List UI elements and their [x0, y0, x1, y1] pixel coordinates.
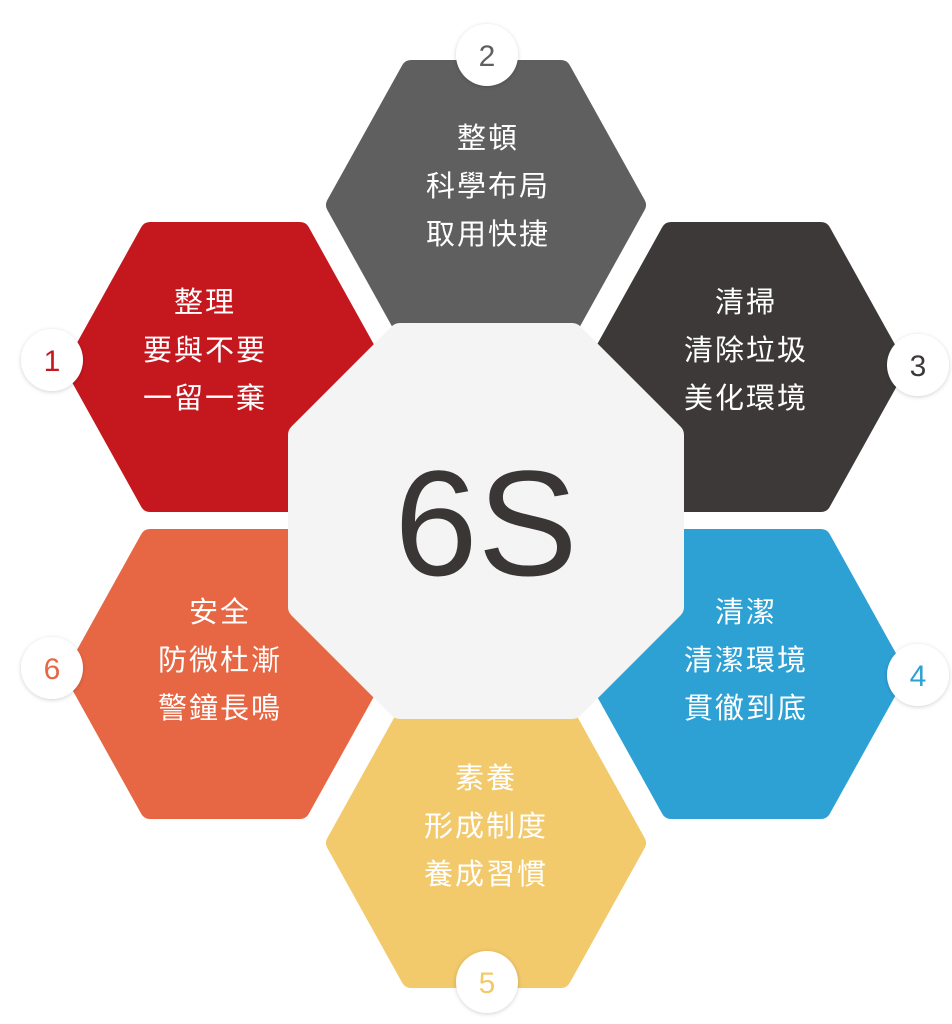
hexagon-title: 安全	[189, 595, 251, 629]
hexagon-title: 整頓	[457, 121, 519, 155]
hexagon-title: 清潔	[715, 595, 777, 629]
number-badge-6: 6	[21, 637, 83, 699]
badge-number: 5	[479, 967, 496, 1000]
badge-circle	[21, 329, 83, 391]
badge-number: 2	[479, 40, 496, 73]
hexagon-title: 整理	[174, 285, 236, 319]
hexagon-2	[326, 60, 646, 350]
center-octagon	[288, 323, 684, 719]
hexagon-title: 素養	[455, 761, 517, 795]
hexagon-description: 美化環境	[684, 381, 808, 415]
badge-number: 6	[44, 653, 61, 686]
center-label: 6S	[394, 439, 577, 607]
badge-circle	[456, 24, 518, 86]
hexagon-description: 養成習慣	[424, 857, 548, 891]
hexagon-description: 形成制度	[424, 809, 548, 843]
badge-circle	[887, 334, 949, 396]
hexagon-description: 警鐘長鳴	[158, 691, 282, 725]
hexagon-5	[326, 698, 646, 988]
hexagon-description: 清潔環境	[684, 643, 808, 677]
badge-circle	[21, 637, 83, 699]
hexagon-description: 防微杜漸	[158, 643, 282, 677]
badge-circle	[887, 644, 949, 706]
number-badge-5: 5	[456, 951, 518, 1013]
badge-number: 1	[44, 345, 61, 378]
badge-number: 3	[910, 350, 927, 383]
number-badge-2: 2	[456, 24, 518, 86]
hexagon-description: 要與不要	[143, 333, 267, 367]
badge-number: 4	[910, 660, 927, 693]
hexagon-description: 貫徹到底	[684, 691, 808, 725]
badge-circle	[456, 951, 518, 1013]
hexagon-description: 科學布局	[426, 169, 550, 203]
hexagon-description: 取用快捷	[426, 217, 550, 251]
hexagon-title: 清掃	[715, 285, 777, 319]
number-badge-3: 3	[887, 334, 949, 396]
hexagon-description: 一留一棄	[143, 381, 267, 415]
number-badge-1: 1	[21, 329, 83, 391]
hexagon-description: 清除垃圾	[684, 333, 808, 367]
number-badge-4: 4	[887, 644, 949, 706]
